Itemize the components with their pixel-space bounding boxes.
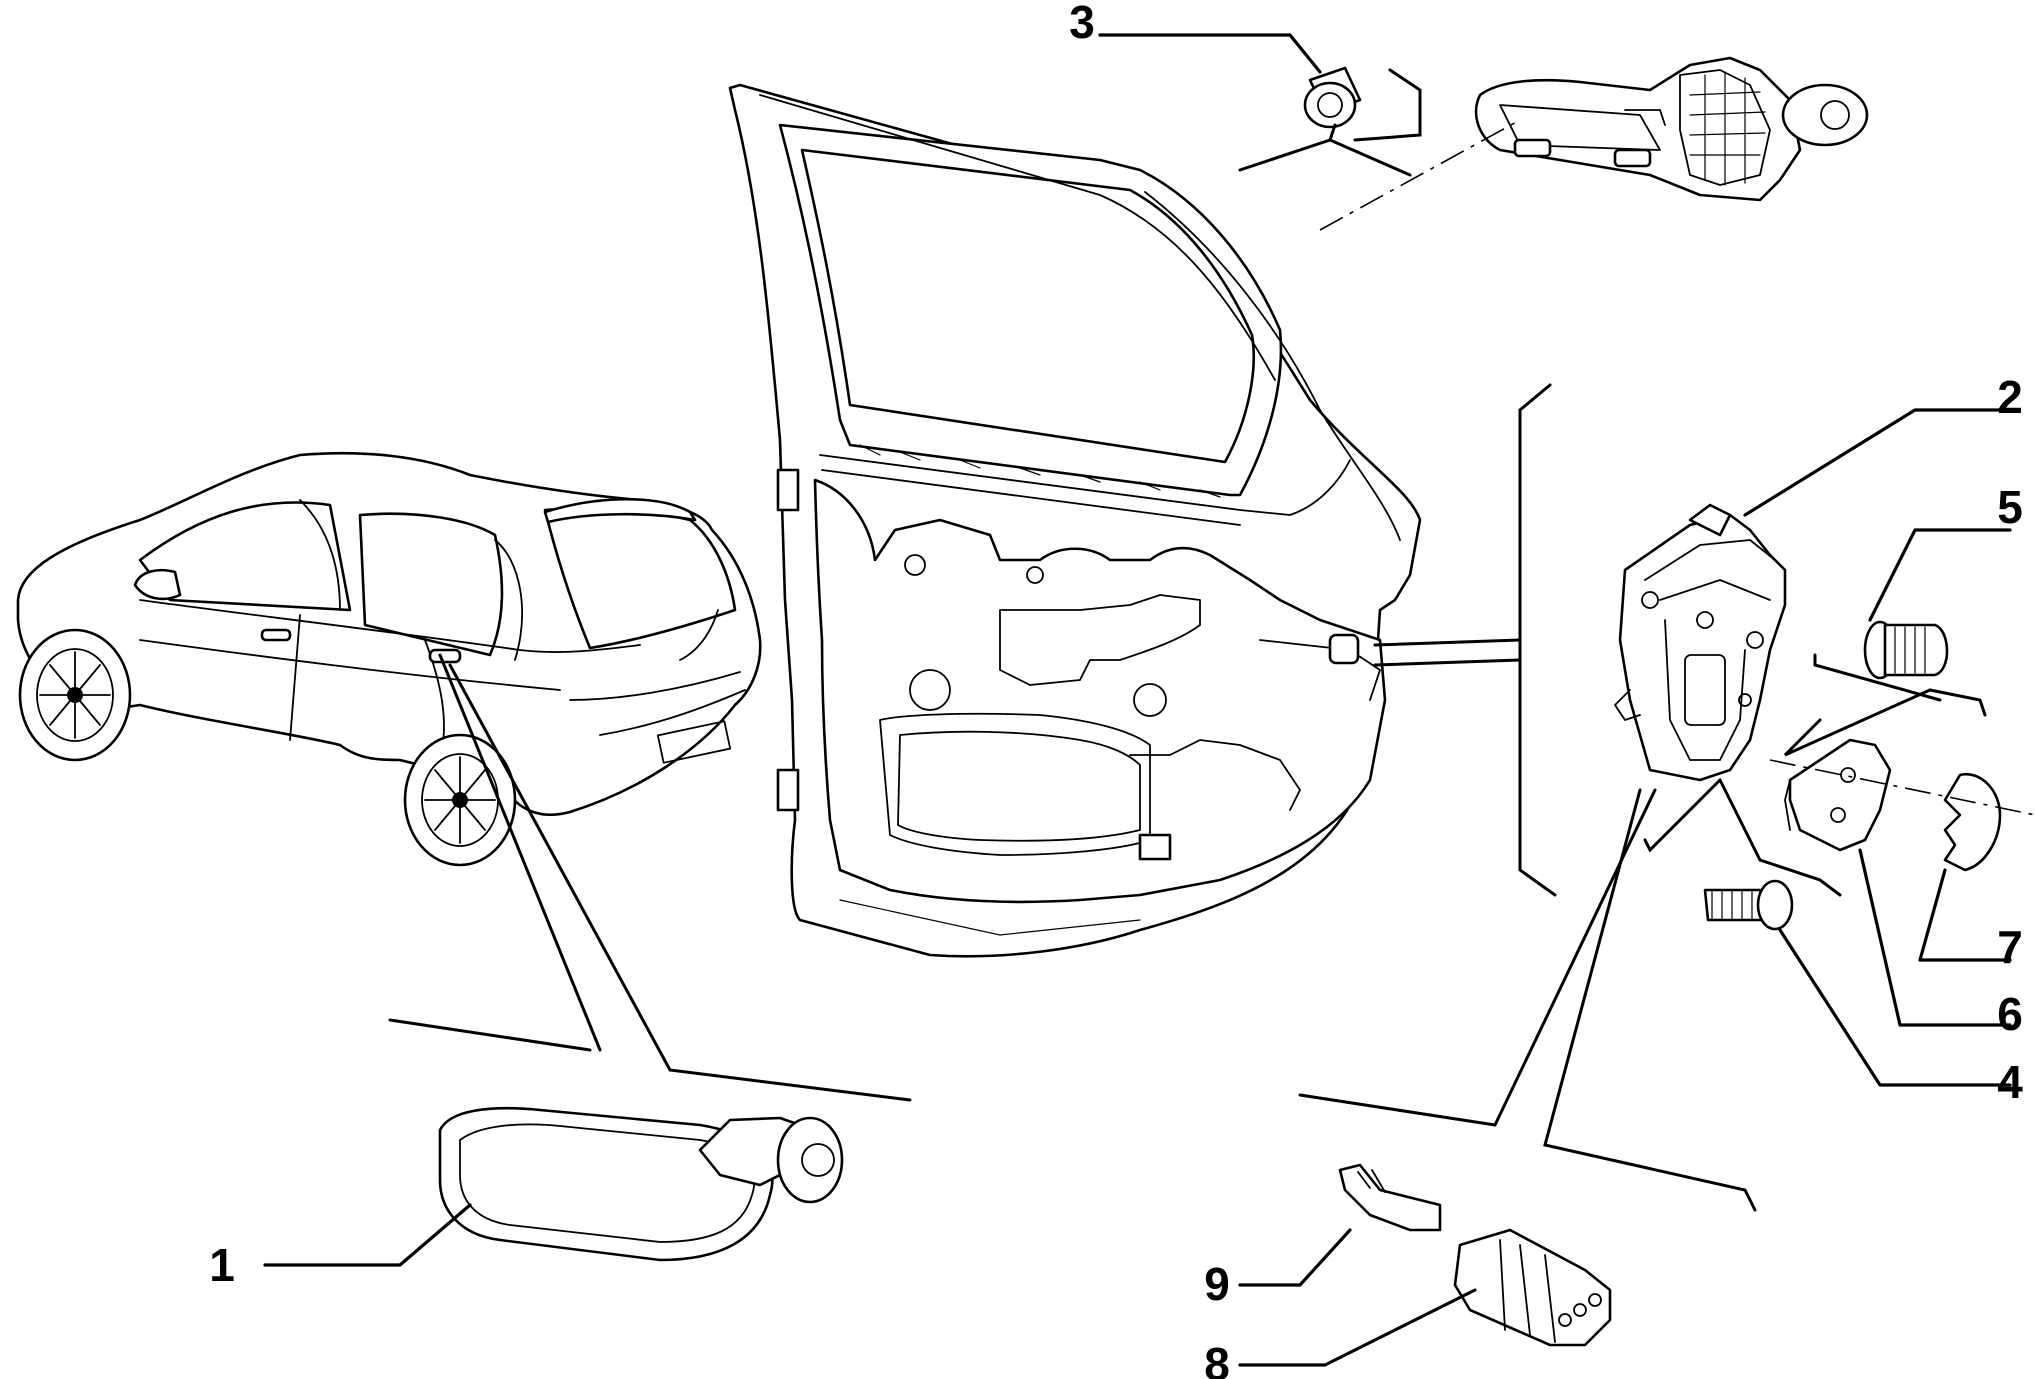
callout-2: 2 [1997,371,2023,423]
callout-1: 1 [209,1239,235,1291]
striker-screw [1863,620,1949,680]
inner-handle-mechanism [1474,56,1869,202]
callout-8: 8 [1204,1338,1230,1379]
rear-door-panel [728,83,1422,958]
callout-3: 3 [1069,0,1095,48]
callout-9: 9 [1204,1258,1230,1310]
leader-lines [263,33,2035,1367]
callout-labels: 1 2 3 4 5 6 7 8 9 [209,0,2023,1379]
callout-5: 5 [1997,481,2023,533]
lock-clip [1943,772,2002,872]
handle-fixing-screw [1303,66,1362,129]
callout-7: 7 [1997,921,2023,973]
connector-terminal [1338,1163,1442,1232]
electrical-connector [1453,1228,1612,1347]
car-illustration [16,451,762,867]
striker-plate [1784,738,1892,852]
callout-4: 4 [1997,1056,2023,1108]
callout-6: 6 [1997,988,2023,1040]
door-lock-mechanism [1614,503,1787,782]
lock-fixing-screw [1703,879,1794,931]
rear-door-outer-handle [438,1106,844,1262]
